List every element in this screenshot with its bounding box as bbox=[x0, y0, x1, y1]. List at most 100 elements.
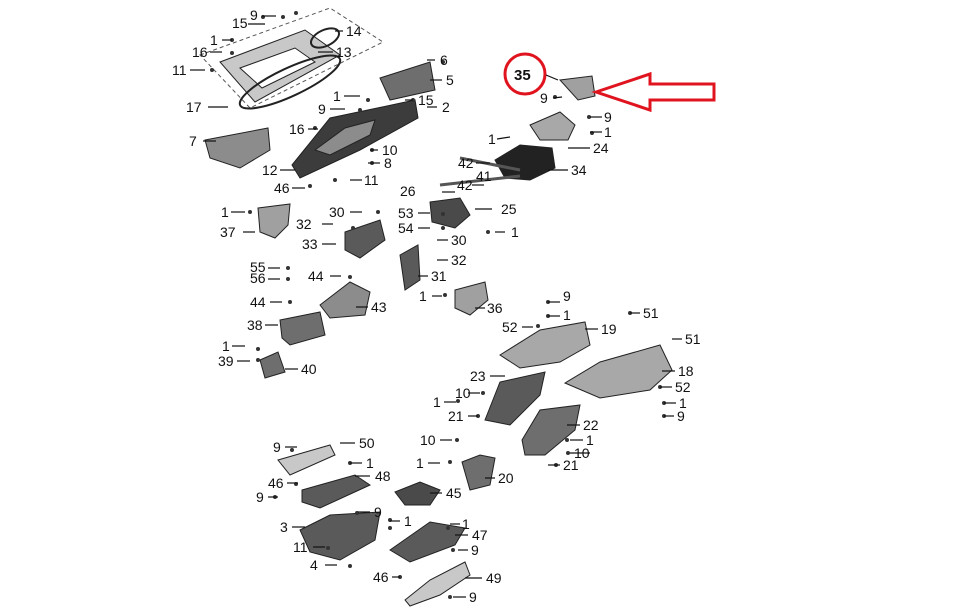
callout-label: 30 bbox=[329, 204, 345, 220]
callout-label: 40 bbox=[301, 361, 317, 377]
callout-label: 9 bbox=[540, 90, 548, 106]
callout-label: 16 bbox=[289, 121, 305, 137]
seal-ring-17 bbox=[238, 54, 342, 110]
callout-label: 54 bbox=[398, 220, 414, 236]
callout-label: 49 bbox=[486, 570, 502, 586]
callout-label: 14 bbox=[346, 23, 362, 39]
callout-label: 3 bbox=[280, 519, 288, 535]
callout-labels: 15 9 14 1 13 16 11 17 7 9 1 15 2 16 12 1… bbox=[172, 7, 701, 605]
part-7 bbox=[204, 127, 271, 169]
callout-label: 23 bbox=[470, 368, 486, 384]
callout-label: 24 bbox=[593, 140, 609, 156]
callout-label: 1 bbox=[433, 394, 441, 410]
callout-label: 18 bbox=[678, 363, 694, 379]
callout-label: 52 bbox=[675, 379, 691, 395]
callout-label: 44 bbox=[308, 268, 324, 284]
part-50 bbox=[277, 444, 336, 476]
callout-label: 22 bbox=[583, 417, 599, 433]
callout-label: 55 bbox=[250, 259, 266, 275]
callout-label: 26 bbox=[400, 183, 416, 199]
callout-label: 10 bbox=[574, 445, 590, 461]
callout-label: 9 bbox=[256, 489, 264, 505]
callout-label: 9 bbox=[469, 589, 477, 605]
callout-label: 30 bbox=[451, 232, 467, 248]
callout-label: 10 bbox=[455, 385, 471, 401]
callout-label: 2 bbox=[442, 99, 450, 115]
part-38 bbox=[279, 311, 326, 346]
part-34 bbox=[494, 144, 556, 181]
callout-label: 52 bbox=[502, 319, 518, 335]
callout-label: 19 bbox=[601, 321, 617, 337]
callout-label: 17 bbox=[186, 99, 202, 115]
callout-label: 1 bbox=[221, 204, 229, 220]
callout-label: 1 bbox=[488, 131, 496, 147]
callout-label: 9 bbox=[374, 504, 382, 520]
callout-label: 9 bbox=[250, 7, 258, 23]
callout-label: 1 bbox=[416, 455, 424, 471]
callout-label: 15 bbox=[418, 92, 434, 108]
callout-label: 1 bbox=[404, 513, 412, 529]
callout-label: 9 bbox=[677, 408, 685, 424]
callout-label: 46 bbox=[373, 569, 389, 585]
callout-label: 9 bbox=[318, 101, 326, 117]
callout-label: 43 bbox=[371, 299, 387, 315]
callout-label: 1 bbox=[210, 32, 218, 48]
callout-label: 1 bbox=[366, 455, 374, 471]
callout-label: 36 bbox=[487, 300, 503, 316]
part-24 bbox=[529, 111, 576, 141]
callout-label: 1 bbox=[511, 224, 519, 240]
part-37 bbox=[257, 203, 291, 239]
callout-label: 51 bbox=[685, 331, 701, 347]
part-22 bbox=[521, 404, 581, 456]
callout-label: 48 bbox=[375, 468, 391, 484]
callout-label-highlighted: 35 bbox=[514, 67, 531, 84]
callout-label: 20 bbox=[498, 470, 514, 486]
part-5 bbox=[379, 61, 436, 101]
callout-label: 9 bbox=[273, 439, 281, 455]
callout-label: 39 bbox=[218, 353, 234, 369]
callout-label: 53 bbox=[398, 205, 414, 221]
callout-label: 11 bbox=[172, 62, 187, 78]
callout-label: 41 bbox=[476, 168, 492, 184]
part-40 bbox=[259, 351, 286, 379]
callout-label: 12 bbox=[262, 162, 278, 178]
callout-label: 1 bbox=[222, 338, 230, 354]
callout-label: 10 bbox=[420, 432, 436, 448]
part-31 bbox=[399, 244, 421, 291]
callout-label: 46 bbox=[268, 475, 284, 491]
callout-label: 46 bbox=[274, 180, 290, 196]
part-33 bbox=[344, 219, 386, 259]
part-35 bbox=[558, 75, 596, 101]
part-48 bbox=[301, 474, 372, 509]
pointer-arrow bbox=[591, 71, 716, 113]
callout-label: 50 bbox=[359, 435, 375, 451]
callout-label: 25 bbox=[501, 201, 517, 217]
callout-label: 47 bbox=[472, 527, 488, 543]
callout-label: 56 bbox=[250, 270, 266, 286]
part-18 bbox=[563, 344, 673, 399]
callout-label: 33 bbox=[302, 236, 318, 252]
callout-label: 21 bbox=[448, 408, 464, 424]
part-23 bbox=[484, 371, 546, 426]
callout-label: 31 bbox=[431, 268, 447, 284]
callout-label: 1 bbox=[604, 124, 612, 140]
callout-label: 38 bbox=[247, 317, 263, 333]
part-43 bbox=[319, 281, 371, 319]
callout-label: 11 bbox=[293, 539, 308, 555]
seal-ring-14 bbox=[309, 27, 341, 49]
callout-label: 45 bbox=[446, 485, 462, 501]
callout-label: 13 bbox=[336, 44, 352, 60]
highlight-circle bbox=[503, 52, 547, 96]
callout-label: 6 bbox=[440, 52, 448, 68]
callout-label: 1 bbox=[333, 88, 341, 104]
callout-label: 1 bbox=[586, 432, 594, 448]
callout-label: 16 bbox=[192, 44, 208, 60]
callout-label: 10 bbox=[382, 142, 398, 158]
callout-label: 7 bbox=[189, 133, 197, 149]
callout-label: 37 bbox=[220, 224, 236, 240]
callout-label: 51 bbox=[643, 305, 659, 321]
callout-label: 1 bbox=[679, 395, 687, 411]
callout-label: 44 bbox=[250, 294, 266, 310]
fastener-marks bbox=[210, 11, 666, 599]
